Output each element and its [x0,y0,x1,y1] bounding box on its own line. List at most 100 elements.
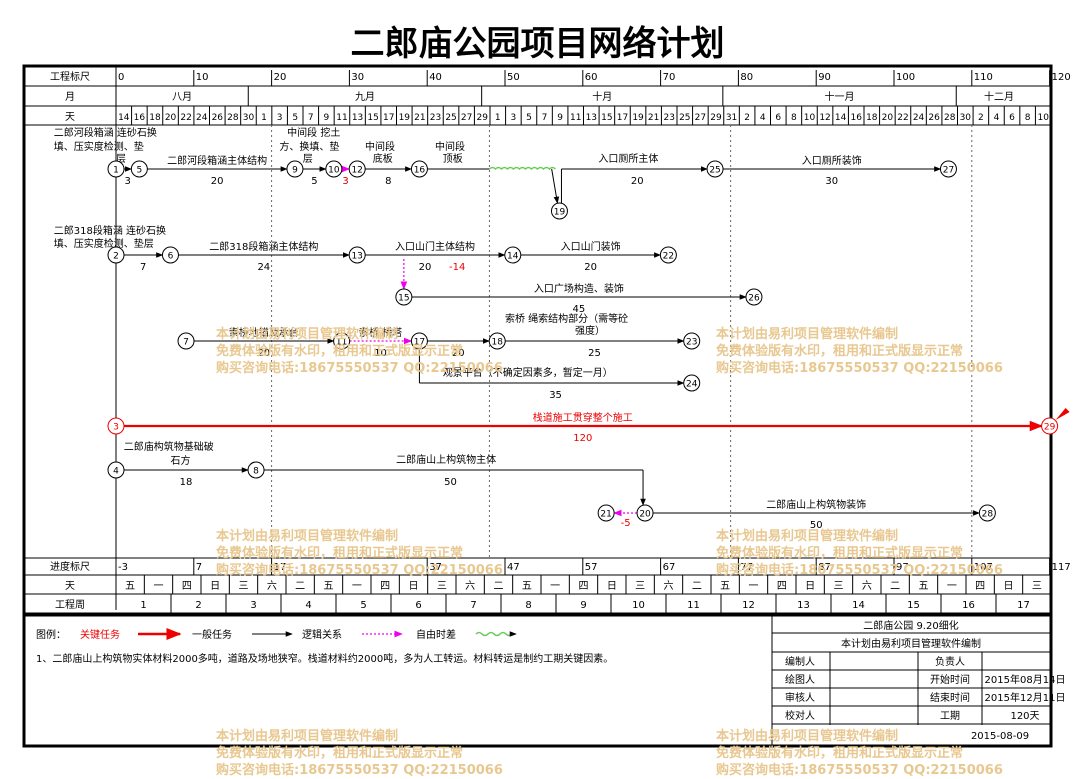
weekday-cell: 一 [352,581,362,592]
task-name: 二郎318段箱涵主体结构 [209,240,318,253]
day-label: 21 [648,113,659,123]
day-label: 4 [760,113,766,123]
event-node [325,160,343,178]
info-row-label: 编制人 [785,655,815,668]
scale-tick-label: 110 [974,72,993,83]
scale-tick-label: 50 [507,72,520,83]
day-label: 2 [744,113,750,123]
progress-tick-label: 97 [896,562,909,573]
day-label: 18 [866,113,878,123]
task-duration: 20 [257,348,270,359]
event-node-number: 15 [398,294,409,304]
event-node-number: 4 [113,467,119,477]
weekday-cell: 四 [380,581,390,592]
day-label: 2 [978,113,984,123]
progress-tick-label: 37 [429,562,442,573]
progress-tick-label: 67 [663,562,676,573]
task-name: 栈道施工贯穿整个施工 [533,411,633,424]
weekday-cell: 六 [664,580,674,592]
month-label: 月 [65,91,75,103]
event-node [177,332,195,350]
month-name: 十一月 [825,90,855,103]
event-node-number: 14 [507,252,519,262]
day-label: 27 [461,113,472,123]
weekday-cell: 日 [1004,581,1014,592]
weekday-cell: 六 [267,580,277,592]
day-label: 1 [495,113,501,123]
flag-marker [1055,408,1070,420]
event-node-number: 26 [748,294,760,304]
weekday-cell: 日 [607,581,617,592]
weekday-cell: 六 [465,580,475,592]
task-duration: 3 [124,176,130,187]
day-label: 15 [367,113,378,123]
day-label: 15 [601,113,612,123]
event-node-number: 27 [943,166,954,176]
legend-title: 图例： [36,628,66,641]
page-title: 二郎庙公园项目网络计划 [350,24,725,64]
event-node-number: 8 [253,467,259,477]
event-node-number: 21 [600,510,611,520]
legend-free-label: 自由时差 [416,628,456,641]
day-label: 6 [775,113,781,123]
weekday-cell: 二 [295,581,305,592]
scale-tick-label: 10 [196,72,209,83]
task-name: 二郎庙构筑物基础破 [124,440,214,453]
task-duration: 35 [549,390,562,401]
weekday-cell: 五 [919,581,929,592]
weekday-cell: 三 [834,581,844,592]
day-label: 24 [913,113,925,123]
task-duration: 20 [419,262,432,273]
week-cell: 14 [852,600,865,611]
event-node-number: 22 [663,252,674,262]
task-duration: 20 [211,176,224,187]
event-node-number: 18 [491,338,503,348]
day-label: 6 [1009,113,1015,123]
day-label: 7 [542,113,548,123]
weekday-label: 天 [65,581,75,592]
event-node [488,332,506,350]
info-row-label: 负责人 [935,655,965,668]
task-name: 二郎庙山上构筑物主体 [396,453,496,466]
scale-tick-label: 70 [663,72,676,83]
event-node [247,461,265,479]
task-name: 观景平台（不确定因素多，暂定一月） [443,366,613,379]
month-name: 九月 [355,91,375,103]
month-name: 十月 [592,90,612,103]
day-label: 29 [476,113,488,123]
event-node-number: 13 [351,252,362,262]
legend-wave [475,631,513,637]
day-label: 30 [243,113,255,123]
day-label: 20 [882,113,894,123]
task-name: 二郎庙山上构筑物装饰 [766,498,866,511]
weekday-cell: 五 [324,581,334,592]
day-label: 30 [960,113,972,123]
task-name: 填、压实度检测、垫 [54,140,144,153]
day-label: 23 [430,113,441,123]
task-name: 方、换填、垫 [279,140,339,153]
week-cell: 8 [525,600,531,611]
event-node [107,417,125,435]
progress-tick-label: 87 [818,562,831,573]
event-node-number: 17 [414,338,425,348]
info-row-label: 结束时间 [930,691,970,704]
event-node [683,332,701,350]
day-label: 8 [791,113,797,123]
info-software: 本计划由易利项目管理软件编制 [841,637,981,650]
week-cell: 1 [140,600,146,611]
task-duration: 120 [573,433,592,444]
task-line [551,168,560,204]
event-node [107,160,125,178]
weekday-cell: 一 [749,581,759,592]
scale-tick-label: 30 [351,72,364,83]
week-cell: 15 [907,600,920,611]
event-node-number: 11 [336,338,347,348]
day-label: 1 [261,113,267,123]
day-label: 25 [679,113,690,123]
event-node-number: 16 [414,166,426,176]
day-label: 16 [850,113,862,123]
weekday-cell: 三 [239,581,249,592]
event-node [410,332,428,350]
task-duration: 3 [342,176,348,187]
